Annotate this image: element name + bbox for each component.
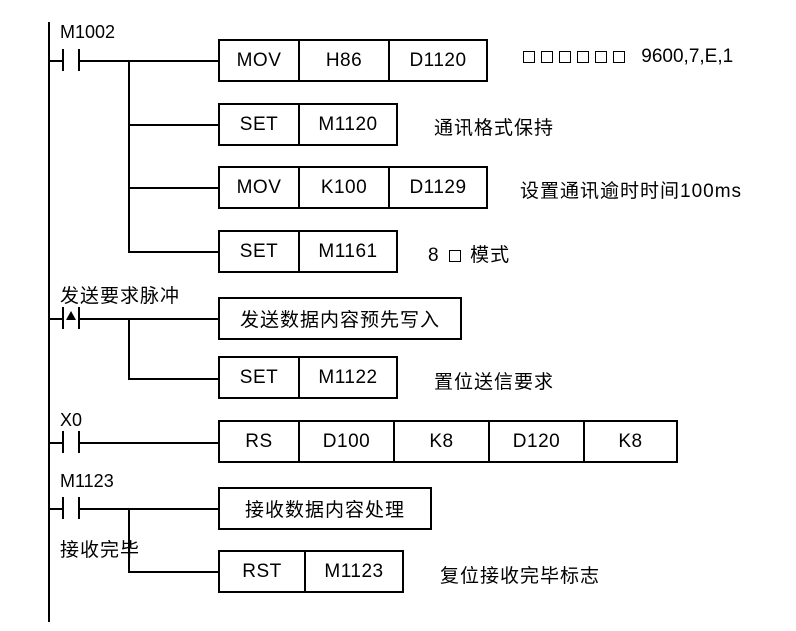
instruction-box-mov-k100: MOV K100 D1129 bbox=[218, 166, 488, 209]
rung2-contact-label: 发送要求脉冲 bbox=[60, 286, 181, 307]
instruction-operand-1: M1123 bbox=[304, 552, 402, 591]
instruction-operand-3: D120 bbox=[488, 422, 583, 461]
comment-baud-rate: 9600,7,E,1 bbox=[520, 46, 733, 68]
contact-bar-left bbox=[62, 307, 64, 329]
comment-8-mode-prefix: 8 bbox=[428, 245, 440, 266]
rung2-wire-left bbox=[48, 318, 62, 320]
rung4-branch-bus bbox=[128, 508, 130, 573]
rising-edge-arrow-icon bbox=[66, 311, 76, 320]
instruction-box-send-data-prewrite: 发送数据内容预先写入 bbox=[218, 297, 462, 340]
instruction-box-set-m1122: SET M1122 bbox=[218, 356, 398, 399]
instruction-name: MOV bbox=[236, 176, 282, 198]
rung1-stub-3 bbox=[128, 187, 218, 189]
comment-timeout: 设置通讯逾时时间100ms bbox=[520, 181, 743, 202]
contact-bar-left bbox=[62, 49, 64, 71]
instruction-box-mov-h86: MOV H86 D1120 bbox=[218, 39, 488, 82]
rung2-branch-bus bbox=[128, 318, 130, 380]
unknown-glyph-icon bbox=[541, 50, 553, 63]
instruction-operand-1: H86 bbox=[298, 41, 388, 80]
instruction-name: MOV bbox=[236, 49, 282, 71]
contact-bar-right bbox=[78, 431, 80, 453]
rung4-stub-2 bbox=[128, 571, 218, 573]
rung4-wire-left bbox=[48, 508, 62, 510]
instruction-name: SET bbox=[239, 113, 279, 135]
instruction-name: 发送数据内容预先写入 bbox=[239, 310, 440, 331]
unknown-glyph-icon bbox=[523, 50, 535, 63]
instruction-box-rs: RS D100 K8 D120 K8 bbox=[218, 420, 678, 463]
instruction-name: SET bbox=[239, 240, 279, 262]
instruction-box-set-m1120: SET M1120 bbox=[218, 103, 398, 146]
unknown-glyph-icon bbox=[613, 50, 625, 63]
instruction-operand-1: M1120 bbox=[298, 105, 396, 144]
contact-bar-right bbox=[78, 497, 80, 519]
rung1-contact-label: M1002 bbox=[60, 22, 116, 42]
left-power-rail bbox=[48, 22, 50, 622]
instruction-box-set-m1161: SET M1161 bbox=[218, 230, 398, 273]
instruction-name: SET bbox=[239, 366, 279, 388]
unknown-glyph-icon bbox=[448, 249, 461, 262]
rung4-wire-to-bus bbox=[80, 508, 130, 510]
rung1-stub-4 bbox=[128, 251, 218, 253]
contact-bar-right bbox=[78, 307, 80, 329]
instruction-operand-1: K100 bbox=[298, 168, 388, 207]
instruction-name: RST bbox=[242, 560, 282, 582]
comment-8-mode-suffix: 模式 bbox=[470, 245, 511, 266]
comment-baud-text: 9600,7,E,1 bbox=[641, 46, 734, 67]
contact-bar-right bbox=[78, 49, 80, 71]
comment-reset-receive-flag: 复位接收完毕标志 bbox=[440, 566, 601, 587]
contact-send-request-pulse bbox=[62, 307, 80, 329]
instruction-box-rst-m1123: RST M1123 bbox=[218, 550, 404, 593]
rung2-wire-to-bus bbox=[80, 318, 130, 320]
rung1-stub-1 bbox=[128, 60, 218, 62]
contact-x0 bbox=[62, 431, 80, 453]
rung1-wire-to-bus bbox=[80, 60, 130, 62]
contact-m1123 bbox=[62, 497, 80, 519]
rung1-branch-left-wire bbox=[48, 60, 62, 62]
rung3-wire-to-box bbox=[80, 442, 218, 444]
comment-format-hold: 通讯格式保持 bbox=[434, 118, 555, 139]
rung4-stub-1 bbox=[128, 508, 218, 510]
contact-m1002 bbox=[62, 49, 80, 71]
contact-bar-left bbox=[62, 431, 64, 453]
rung2-stub-2 bbox=[128, 378, 218, 380]
rung4-contact-sublabel: 接收完毕 bbox=[60, 540, 141, 561]
instruction-operand-2: K8 bbox=[393, 422, 488, 461]
contact-bar-left bbox=[62, 497, 64, 519]
rung1-stub-2 bbox=[128, 124, 218, 126]
rung1-branch-bus bbox=[128, 60, 130, 252]
instruction-name: RS bbox=[245, 430, 273, 452]
rung4-contact-label: M1123 bbox=[60, 471, 114, 491]
unknown-glyph-icon bbox=[577, 50, 589, 63]
comment-set-send-request: 置位送信要求 bbox=[434, 372, 555, 393]
instruction-operand-2: D1129 bbox=[388, 168, 486, 207]
comment-8-mode: 8 模式 bbox=[428, 240, 510, 267]
instruction-name: 接收数据内容处理 bbox=[244, 500, 405, 521]
instruction-operand-1: M1122 bbox=[298, 358, 396, 397]
unknown-glyph-icon bbox=[559, 50, 571, 63]
unknown-glyph-icon bbox=[595, 50, 607, 63]
rung3-contact-label: X0 bbox=[60, 410, 83, 430]
instruction-operand-1: D100 bbox=[298, 422, 393, 461]
rung2-stub-1 bbox=[128, 318, 218, 320]
instruction-box-receive-process: 接收数据内容处理 bbox=[218, 487, 432, 530]
instruction-operand-1: M1161 bbox=[298, 232, 396, 271]
instruction-operand-4: K8 bbox=[583, 422, 676, 461]
rung3-wire-left bbox=[48, 442, 62, 444]
instruction-operand-2: D1120 bbox=[388, 41, 486, 80]
